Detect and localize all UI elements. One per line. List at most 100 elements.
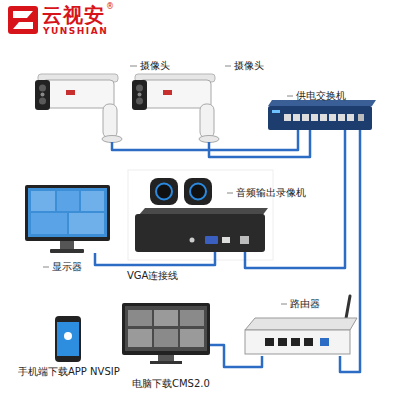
router-node: 路由器 — [245, 318, 357, 356]
device-label: 显示器 — [52, 261, 82, 273]
audio-port — [190, 238, 195, 243]
network-cable — [210, 345, 262, 367]
switch-port — [311, 114, 318, 121]
pc-base — [150, 361, 182, 364]
switch-port — [293, 114, 300, 121]
router-port — [265, 338, 274, 346]
nvr-body — [135, 214, 265, 252]
router-port — [304, 338, 313, 346]
speaker-illustration — [150, 178, 212, 205]
screen-tile — [154, 310, 178, 326]
leader-line — [287, 96, 293, 97]
brand-latin: YUNSHIAN — [43, 27, 108, 36]
network-cable — [112, 130, 298, 150]
logo-stroke — [13, 11, 33, 18]
device-label: 供电交换机 — [296, 90, 346, 102]
router-top — [245, 318, 357, 330]
camera-face — [35, 80, 50, 110]
camera-illustration — [132, 74, 219, 143]
leader-line — [227, 193, 233, 194]
camera-lens — [41, 93, 45, 97]
camera-illustration — [35, 74, 122, 143]
screen-tile — [81, 191, 104, 211]
logo-square — [8, 6, 38, 34]
device-label: 手机端下载APP NVSIP — [18, 366, 120, 378]
device-label: 路由器 — [290, 298, 320, 310]
router-port — [291, 338, 300, 346]
speaker-body — [150, 178, 178, 205]
screen-tile — [31, 213, 67, 234]
lan-port — [240, 236, 249, 244]
frame — [128, 170, 273, 260]
nvr-illustration — [135, 208, 268, 252]
phone-node: 手机端下载APP NVSIP — [55, 316, 81, 362]
monitor-bezel — [25, 185, 110, 241]
camera-led — [39, 85, 46, 92]
camera-base — [199, 136, 219, 143]
screen-tile — [128, 329, 152, 347]
monitor-stand — [60, 241, 74, 249]
camera-mount — [103, 104, 117, 138]
camera-base — [102, 136, 122, 143]
switch-port — [302, 114, 309, 121]
leader-line — [225, 66, 231, 67]
pc-screen — [125, 306, 207, 351]
switch-port — [320, 114, 327, 121]
screen-tile — [128, 310, 152, 326]
leader-line — [130, 66, 137, 67]
speaker-cone — [190, 184, 206, 200]
camera-node: 摄像头 — [33, 72, 128, 142]
logo-stroke — [13, 22, 33, 29]
pc-stand — [158, 355, 174, 361]
switch-port — [284, 114, 291, 121]
screen-tile — [57, 191, 79, 211]
phone-illustration — [55, 316, 81, 362]
registered-mark: ® — [106, 3, 114, 11]
device-label: 摄像头 — [140, 60, 170, 72]
pc-bezel — [122, 303, 210, 355]
switch-port — [347, 114, 354, 121]
device-label: 电脑下载CMS2.0 — [132, 378, 210, 390]
screen-tile — [31, 191, 55, 211]
phone-screen — [57, 322, 79, 356]
usb-port — [222, 237, 230, 243]
camera-led — [136, 98, 143, 105]
brand-name: 云视安 — [42, 5, 105, 25]
logo-icon — [8, 6, 38, 34]
vga-port — [205, 236, 218, 244]
network-cable — [209, 130, 310, 157]
switch-port — [358, 114, 364, 121]
monitor-node: 显示器 — [25, 185, 110, 253]
switch-led — [272, 110, 280, 113]
leader-line — [43, 267, 49, 268]
camera-body — [42, 80, 114, 108]
switch-body — [268, 106, 372, 130]
monitor-illustration — [25, 185, 110, 253]
camera-led — [39, 98, 46, 105]
speaker-cone — [156, 184, 172, 200]
screen-tile — [180, 310, 204, 326]
switch-illustration — [268, 100, 376, 130]
recorder-node: 音频输出录像机 — [135, 210, 265, 252]
router-port — [278, 338, 287, 346]
network-cable — [340, 130, 360, 372]
cable-label: VGA连接线 — [127, 270, 178, 282]
camera-lens — [138, 93, 142, 97]
phone-body — [55, 316, 81, 362]
network-cable — [245, 130, 345, 268]
switch-node: 供电交换机 — [268, 104, 372, 130]
switch-port — [338, 114, 345, 121]
camera-badge — [163, 90, 172, 95]
app-icon — [64, 332, 72, 340]
device-label: 摄像头 — [234, 60, 264, 72]
screen-tile — [69, 213, 104, 234]
pc-node: 电脑下载CMS2.0 — [122, 303, 210, 365]
camera-face — [132, 80, 147, 110]
switch-port — [329, 114, 336, 121]
camera-mount — [200, 104, 214, 138]
camera-led — [136, 85, 143, 92]
router-port — [320, 338, 329, 346]
